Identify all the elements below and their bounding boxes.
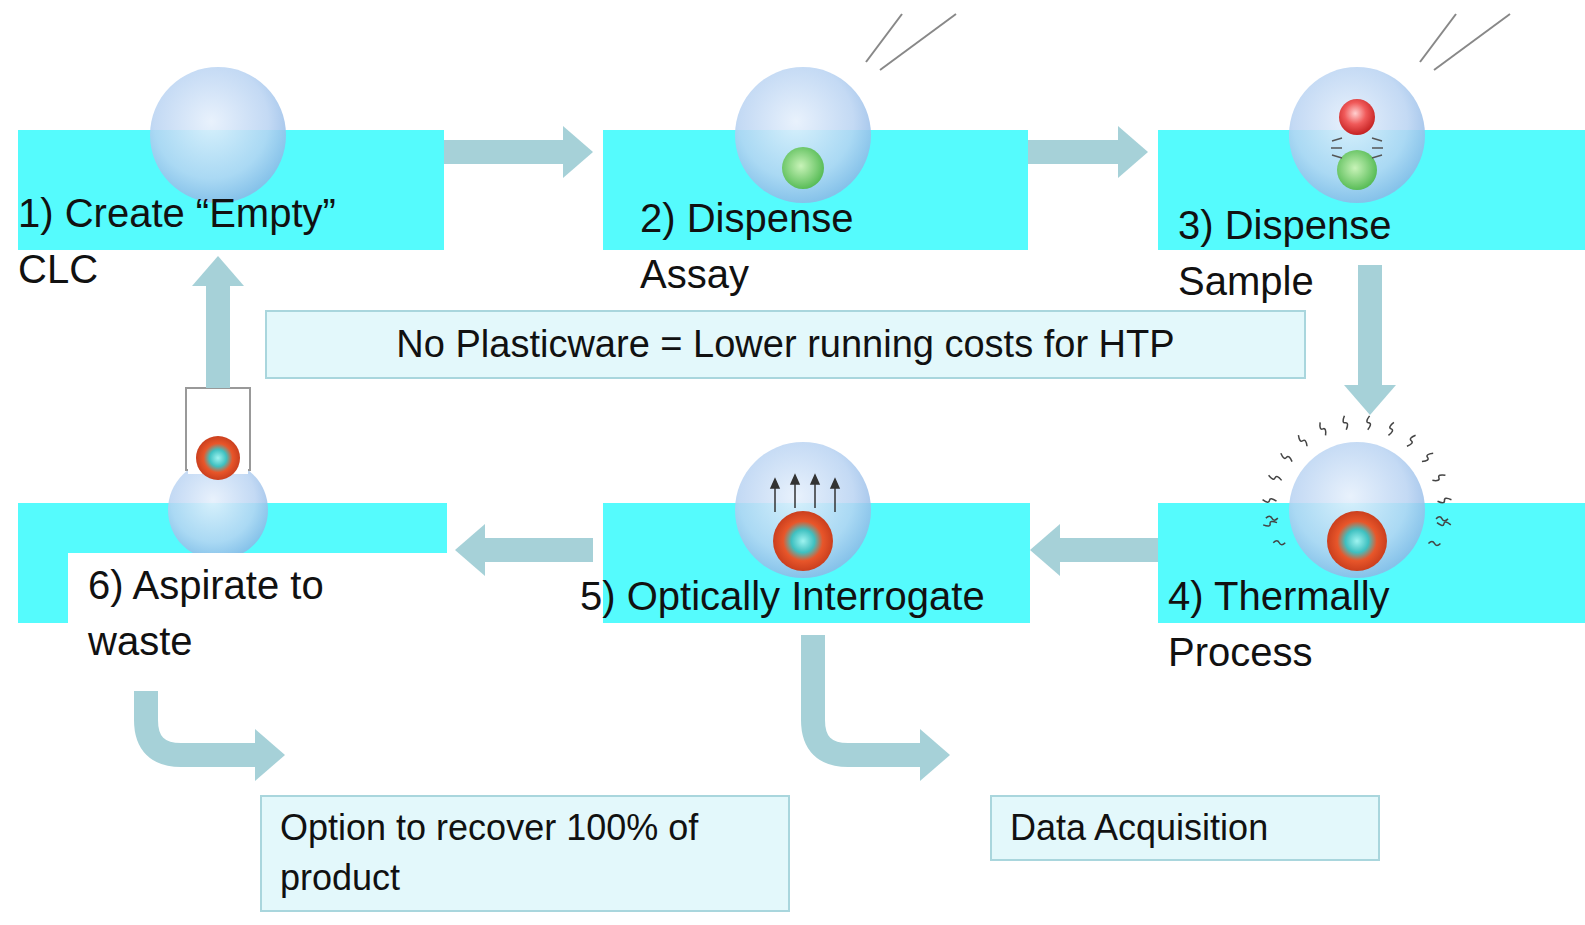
heat-mark <box>1263 499 1277 503</box>
heat-mark <box>1422 453 1433 461</box>
droplet <box>735 442 871 578</box>
droplet <box>735 67 871 203</box>
droplet <box>150 67 286 203</box>
flow-arrow <box>813 635 950 781</box>
droplet <box>1289 442 1425 578</box>
product-dot <box>196 436 240 480</box>
heat-mark <box>1263 521 1277 526</box>
step-label: 1) Create “Empty” CLC <box>18 185 413 297</box>
product-dot <box>773 511 833 571</box>
heat-mark <box>1266 516 1278 520</box>
step-label: 2) Dispense Assay <box>640 190 925 302</box>
droplet <box>1289 67 1425 203</box>
heat-mark <box>1438 498 1452 502</box>
arrow-shaft <box>206 284 230 388</box>
flow-arrow <box>455 524 593 576</box>
assay-dot <box>782 147 824 189</box>
note-text: Option to recover 100% of product <box>280 803 770 904</box>
note-box: No Plasticware = Lower running costs for… <box>265 310 1306 379</box>
arrow-shaft <box>1358 265 1382 387</box>
heat-mark <box>1281 453 1292 461</box>
optical-arrows <box>771 475 839 512</box>
arrow-shaft <box>483 538 593 562</box>
arrow-shaft <box>444 140 565 164</box>
note-text: Data Acquisition <box>1010 803 1360 853</box>
product-dot <box>1327 511 1387 571</box>
flow-arrow <box>192 256 244 388</box>
heat-mark <box>1388 422 1393 435</box>
note-box: Option to recover 100% of product <box>260 795 790 912</box>
flow-arrow <box>1028 126 1148 178</box>
step-label: 4) Thermally Process <box>1168 568 1468 680</box>
note-box: Data Acquisition <box>990 795 1380 861</box>
heat-mark <box>1273 541 1285 545</box>
dispenser <box>866 14 1510 70</box>
arrow-head <box>563 126 593 178</box>
heat-mark <box>1320 422 1326 435</box>
heat-mark <box>1407 435 1416 446</box>
arrow-shaft <box>146 691 255 755</box>
note-text: No Plasticware = Lower running costs for… <box>285 318 1286 371</box>
heat-mark <box>1437 522 1451 525</box>
arrow-head <box>1118 126 1148 178</box>
assay-dot <box>1337 150 1377 190</box>
arrow-shaft <box>813 635 920 755</box>
arrow-head <box>920 729 950 781</box>
flow-arrow <box>146 691 285 781</box>
heat-marks <box>1263 416 1452 546</box>
step-label: 3) Dispense Sample <box>1178 197 1478 309</box>
arrow-shaft <box>1058 538 1158 562</box>
heat-mark <box>1436 517 1448 521</box>
heat-mark <box>1367 416 1371 430</box>
arrow-shaft <box>1028 140 1120 164</box>
heat-mark <box>1428 541 1440 545</box>
heat-mark <box>1343 416 1347 430</box>
heat-mark <box>1298 435 1307 446</box>
heat-mark <box>1432 475 1445 481</box>
sample-dot <box>1339 99 1375 135</box>
arrow-head <box>192 256 244 286</box>
arrow-head <box>1030 524 1060 576</box>
heat-mark <box>1269 475 1282 480</box>
flow-arrow <box>444 126 593 178</box>
arrow-head <box>255 729 285 781</box>
flow-arrow <box>1030 524 1158 576</box>
step-label: 6) Aspirate to waste <box>68 553 447 677</box>
arrow-head <box>455 524 485 576</box>
step-label: 5) Optically Interrogate <box>580 568 1080 624</box>
mixing-marks <box>1331 138 1383 158</box>
arrow-head <box>1344 385 1396 415</box>
flow-arrow <box>1344 265 1396 415</box>
